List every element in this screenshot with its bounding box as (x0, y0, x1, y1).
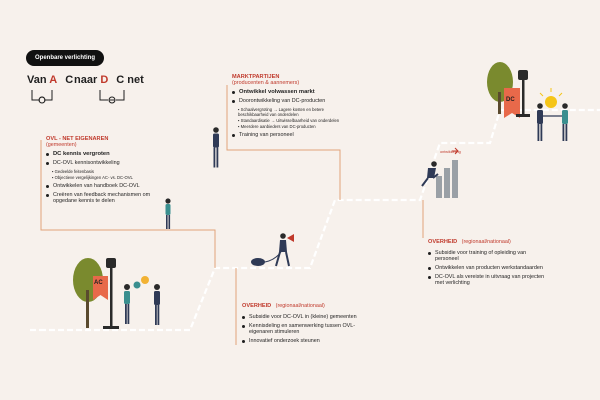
dc-switch-symbol (99, 90, 125, 104)
mini-stairs-chart (436, 160, 458, 198)
section-market: MARKTPARTIJEN (producenten & aannemers) … (232, 74, 352, 141)
person-megaphone (275, 233, 294, 267)
person-climbing (421, 161, 439, 187)
ac-sign-label: AC (94, 280, 103, 286)
market-title: MARKTPARTIJEN (232, 74, 280, 80)
owners-title: OVL - NET EIGENAREN (46, 136, 109, 142)
person-teal-left (124, 284, 130, 324)
gov-national-heading: OVERHEID (regionaal/nationaal) (428, 239, 511, 245)
title-pill: Openbare verlichting (26, 50, 105, 66)
owners-subitem: ▪ Objectieve vergelijkingen AC- vs. DC-O… (52, 175, 133, 180)
person-standing-owners (165, 198, 171, 229)
market-item: Training van personeel (232, 132, 352, 138)
market-item: Doorontwikkeling van DC-producten (232, 98, 352, 104)
cable-reel-icon (251, 251, 282, 266)
person-dark-left (154, 284, 160, 325)
gov-regional-item: Innovatief onderzoek steunen (242, 338, 372, 344)
street-lamp-right (516, 70, 530, 117)
connector-lines (40, 85, 424, 345)
light-bulb-icon (539, 88, 563, 108)
owners-item: Creëren van feedback mechanismen om opge… (46, 192, 171, 204)
section-gov-national: OVERHEID (regionaal/nationaal) Subsidie … (428, 230, 548, 289)
ac-switch-symbol (31, 90, 53, 104)
owners-bold-item: DC kennis vergroten (46, 151, 171, 157)
owners-subitem: ▪ Gedeelde feitenbasis (52, 169, 94, 174)
dc-sign-label: DC (506, 97, 515, 103)
gov-regional-heading: OVERHEID (regionaal/nationaal) (242, 303, 325, 309)
gov-national-item: Ontwikkelen van producten werkstandaarde… (428, 265, 548, 271)
market-subitem: ▪ Standaardisatie → Uitwisselbaarheid va… (238, 118, 340, 123)
owners-item: DC-OVL kennisontwikkeling (46, 160, 171, 166)
market-bold-item: Ontwikkel volwassen markt (232, 89, 352, 95)
market-subitem: ▪ Meerdere aanbieders van DC-producten (238, 124, 316, 129)
person-standing-market (213, 127, 219, 168)
gov-regional-item: Kennisdeling en samenwerking tussen OVL-… (242, 323, 372, 335)
section-owners: OVL - NET EIGENAREN (gemeenten) DC kenni… (46, 136, 171, 207)
gov-national-item: DC-OVL als vereiste in uitvraag van proj… (428, 274, 548, 286)
gov-national-item: Subsidie voor training of opleiding van … (428, 250, 548, 262)
owners-item: Ontwikkelen van handboek DC-OVL (46, 183, 171, 189)
section-gov-regional: OVERHEID (regionaal/nationaal) Subsidie … (242, 294, 372, 347)
person-handshake-teal (543, 103, 568, 141)
market-subitem: ▪ Schaalvergroting → Lagere kosten en be… (238, 107, 324, 117)
street-lamp-left (103, 258, 119, 329)
staircase-path (40, 108, 600, 332)
ac-sign (93, 276, 108, 300)
market-subtitle: (producenten & aannemers) (232, 80, 300, 86)
owners-subtitle: (gemeenten) (46, 142, 77, 148)
dc-sign (504, 88, 520, 118)
stairs-label: ontwikkeling (440, 150, 461, 154)
up-arrow-icon (452, 147, 459, 155)
speech-bubble-icon (133, 276, 149, 289)
gov-regional-item: Subsidie voor DC-OVL in (kleine) gemeent… (242, 314, 372, 320)
person-handshake-dark (537, 103, 543, 141)
